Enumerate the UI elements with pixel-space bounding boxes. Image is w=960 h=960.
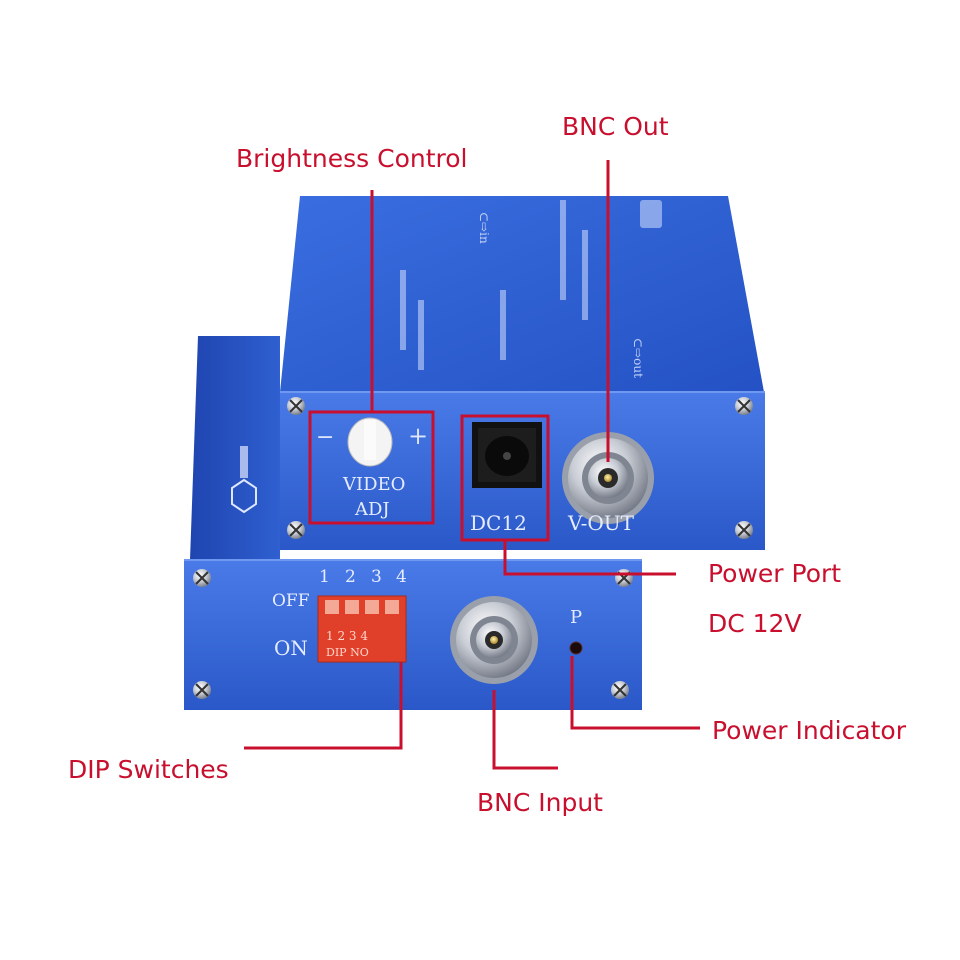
dc-power-jack[interactable] xyxy=(472,422,542,488)
upper-device-top xyxy=(280,196,764,392)
upper-device: ⊂⇨in ⊂⇨out − + VIDEO ADJ xyxy=(279,196,765,550)
lower-device: OFF ON 1 2 3 4 1 2 3 4 DIP NO P xyxy=(184,336,642,710)
bnc-input-connector[interactable] xyxy=(450,596,538,684)
brightness-knob[interactable] xyxy=(347,417,393,467)
adj-label: ADJ xyxy=(354,499,390,520)
dip-number-2: 2 xyxy=(345,567,356,587)
lower-device-side xyxy=(190,336,280,560)
vout-label: V-OUT xyxy=(567,511,635,535)
upper-screws xyxy=(287,397,753,539)
dip-number-3: 3 xyxy=(371,567,382,587)
brightness-control-label: Brightness Control xyxy=(236,144,468,173)
power-port-label: Power Port xyxy=(708,559,842,588)
dip-body-numbers: 1 2 3 4 xyxy=(326,629,368,643)
dip-body-label: DIP NO xyxy=(326,646,369,659)
in-arrow-label: ⊂⇨in xyxy=(477,212,491,244)
callout-lines xyxy=(244,160,700,770)
dc12-label: DC12 xyxy=(470,511,527,535)
out-arrow-label: ⊂⇨out xyxy=(631,338,645,378)
bnc-out-connector[interactable] xyxy=(562,432,654,524)
bnc-input-label: BNC Input xyxy=(477,788,603,817)
lower-screws xyxy=(193,569,633,699)
on-label: ON xyxy=(274,636,308,660)
dip-switch-2[interactable] xyxy=(345,600,359,614)
power-indicator-label: Power Indicator xyxy=(712,716,907,745)
dip-switch-4[interactable] xyxy=(385,600,399,614)
power-voltage-label: DC 12V xyxy=(708,609,802,638)
dip-number-1: 1 xyxy=(319,567,330,587)
bnc-out-label: BNC Out xyxy=(562,112,669,141)
p-label: P xyxy=(570,607,582,628)
adj-minus-label: − xyxy=(316,425,334,450)
lower-device-face xyxy=(184,560,642,710)
video-label: VIDEO xyxy=(342,474,405,495)
dip-switch-block[interactable] xyxy=(317,595,407,663)
side-logo-icon xyxy=(231,446,257,514)
dip-number-4: 4 xyxy=(396,567,407,587)
dip-switches-label: DIP Switches xyxy=(68,755,229,784)
adj-plus-label: + xyxy=(408,422,428,450)
power-indicator-led xyxy=(569,641,583,655)
off-label: OFF xyxy=(272,591,310,611)
dip-switch-3[interactable] xyxy=(365,600,379,614)
dip-switch-1[interactable] xyxy=(325,600,339,614)
upper-top-markings: ⊂⇨in ⊂⇨out xyxy=(400,200,662,378)
